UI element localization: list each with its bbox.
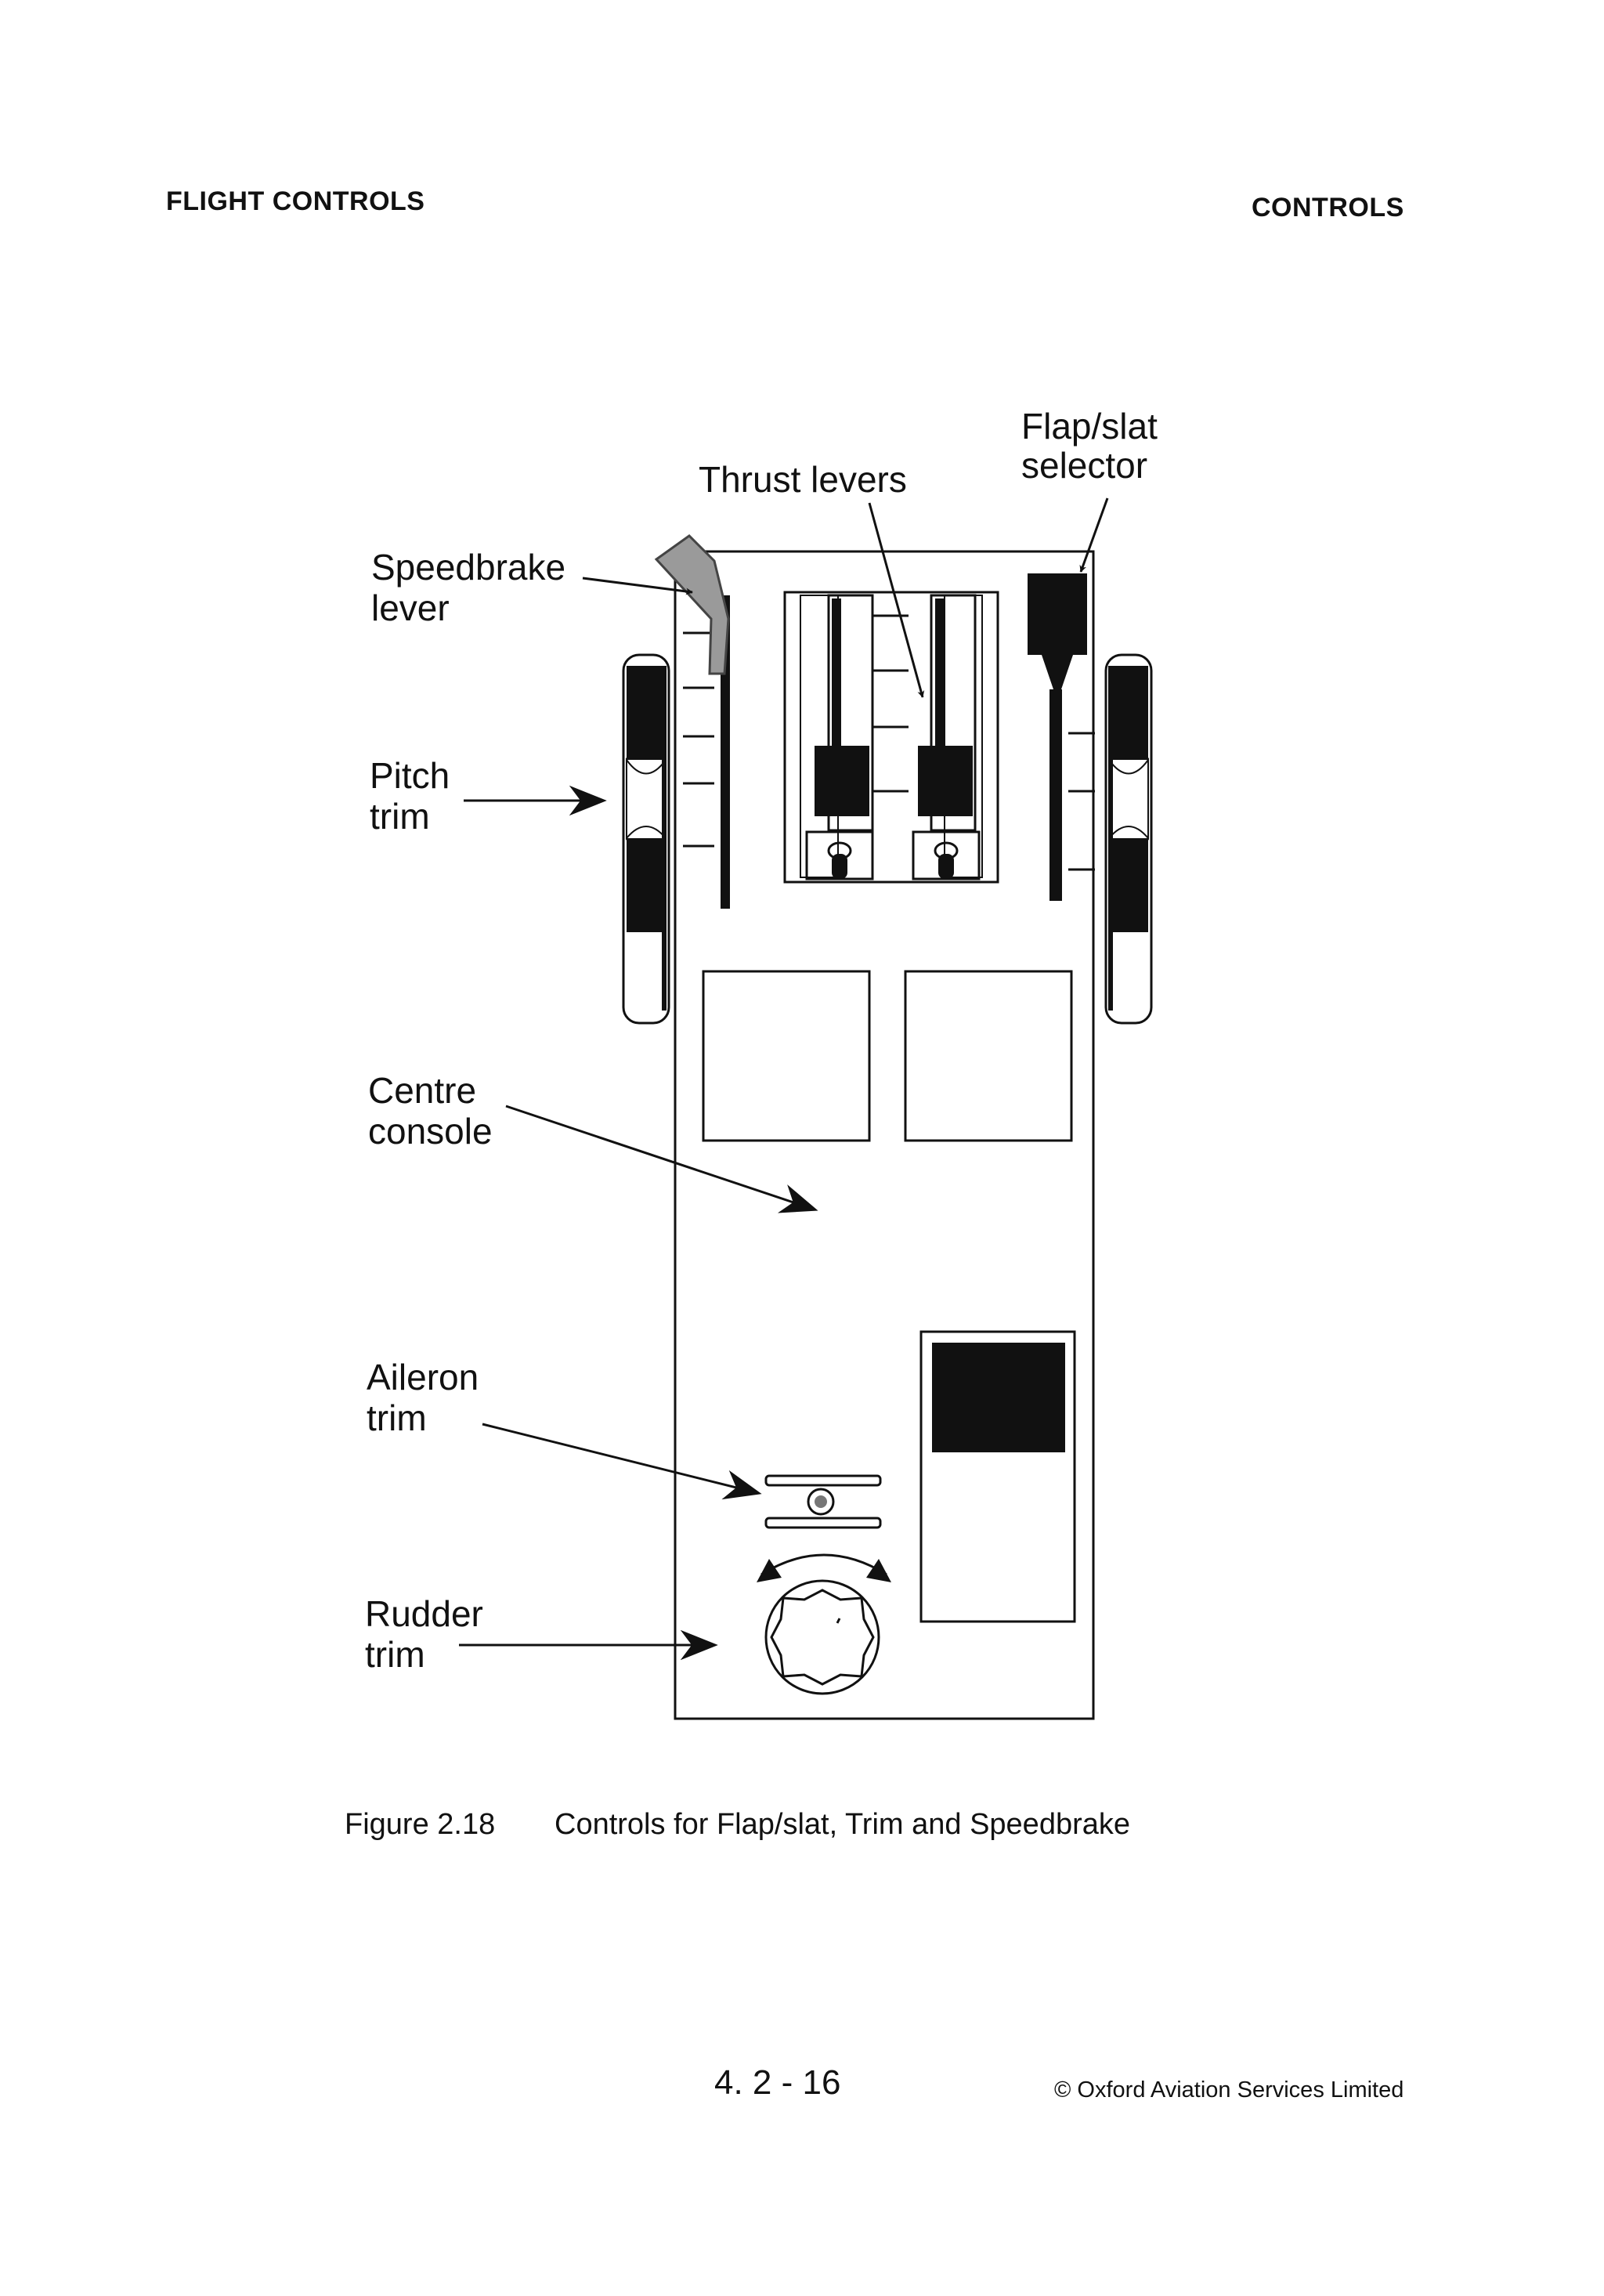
label-aileron-trim-line1: Aileron [367,1357,479,1397]
pitch-trim-wheel-right [1104,653,1153,1025]
copyright-notice: © Oxford Aviation Services Limited [1054,2077,1404,2103]
page-number: 4. 2 - 16 [714,2063,841,2102]
label-pitch-trim-line1: Pitch [370,755,450,796]
label-rudder-trim-line1: Rudder [365,1593,483,1634]
console-panel-left [702,970,871,1142]
header-chapter-title: CONTROLS [1252,193,1404,222]
label-flap-slat-line1: Flap/slat [1021,406,1158,447]
leader-flap-slat [1079,497,1109,573]
label-centre-console-line2: console [368,1111,493,1152]
leader-centre-console [505,1105,818,1213]
leader-speedbrake [582,577,693,595]
figure-caption: Controls for Flap/slat, Trim and Speedbr… [555,1808,1131,1841]
leader-aileron-trim [482,1423,762,1500]
flap-slat-selector [1028,573,1095,901]
figure-number: Figure 2.18 [345,1808,496,1841]
speedbrake-lever [654,534,730,909]
label-thrust-levers: Thrust levers [699,459,907,500]
label-pitch-trim-line2: trim [370,796,430,837]
centre-console-body [674,550,1095,1720]
aileron-trim-switch [764,1474,882,1529]
console-panel-lower [919,1330,1076,1623]
label-aileron-trim-line2: trim [367,1397,427,1438]
header-section-title: FLIGHT CONTROLS [166,186,425,216]
console-panel-right [904,970,1073,1142]
leader-thrust-levers [868,502,925,698]
console-display [932,1343,1065,1452]
label-speedbrake-line2: lever [371,588,450,628]
label-flap-slat-line2: selector [1021,445,1147,486]
label-speedbrake-line1: Speedbrake [371,547,565,588]
label-rudder-trim-line2: trim [365,1634,425,1675]
label-centre-console-line1: Centre [368,1070,476,1111]
thrust-lever-quadrant [783,591,999,884]
rudder-trim-knob [757,1553,891,1695]
pitch-trim-wheel-left [622,653,670,1025]
